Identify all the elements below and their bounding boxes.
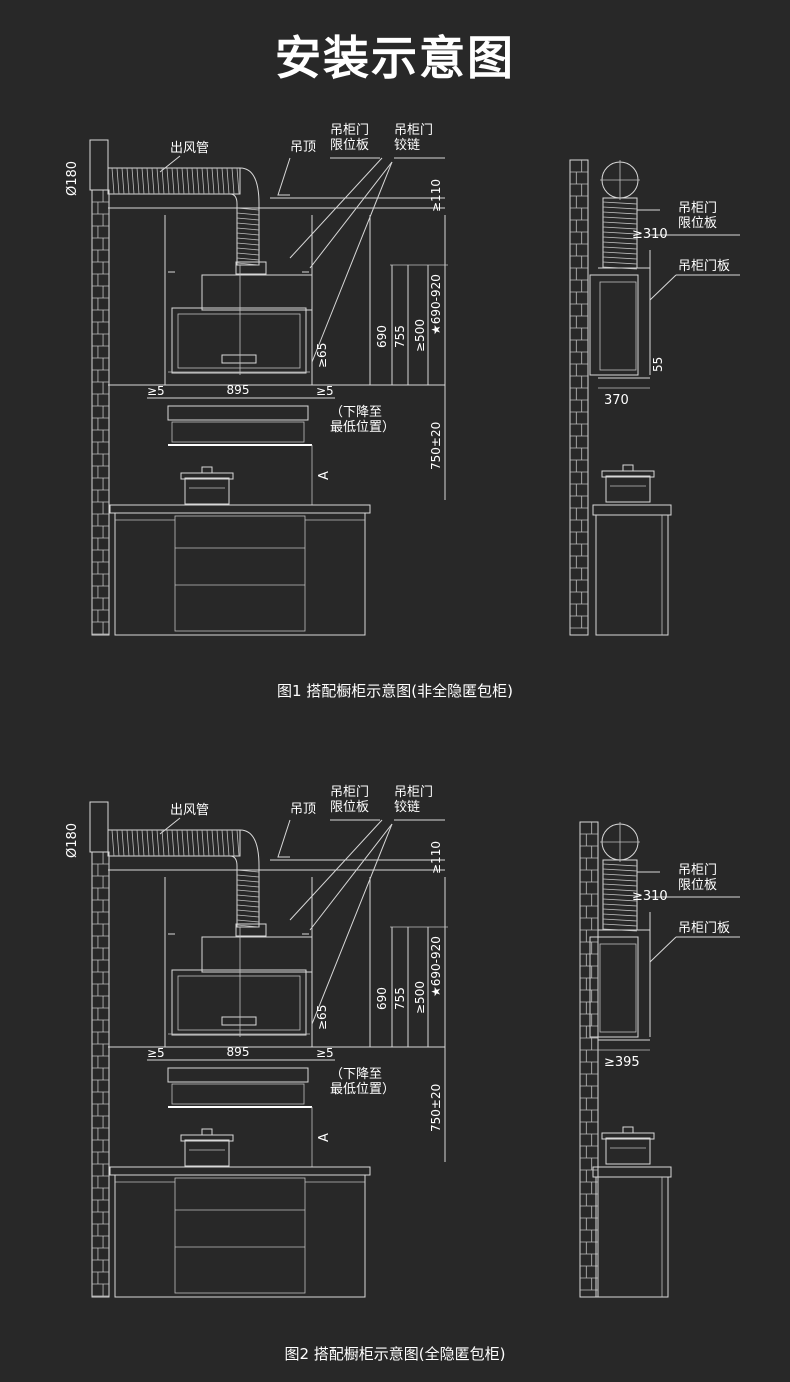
- side-depth-label: ≥395: [604, 1055, 640, 1070]
- side-door-limit-label: 吊柜门限位板: [678, 863, 717, 893]
- gap-right-label: ≥5: [316, 1046, 334, 1060]
- side-55-label: 55: [651, 357, 665, 372]
- lowered-position-label: （下降至最低位置）: [330, 405, 395, 435]
- dim-500-label: ≥500: [413, 319, 427, 352]
- side-door-panel-label: 吊柜门板: [678, 259, 730, 274]
- duct-label: 出风管: [170, 141, 209, 156]
- dim-755-label: 755: [393, 987, 407, 1010]
- hinge-label: 吊柜门铰链: [394, 785, 433, 815]
- dim-690-label: 690: [375, 325, 389, 348]
- duct-diameter-label: Ø180: [65, 823, 80, 858]
- gap-left-label: ≥5: [147, 1046, 165, 1060]
- gap-top-label: ≥110: [429, 841, 443, 874]
- dim-750-label: 750±20: [429, 1084, 443, 1132]
- gap-top-label: ≥110: [429, 179, 443, 212]
- dim-65-label: ≥65: [315, 1005, 329, 1030]
- dim-a-label: A: [317, 1133, 332, 1142]
- hood-width-label: 895: [227, 383, 250, 397]
- side-310-label: ≥310: [632, 227, 668, 242]
- dim-690-920-label: ★690-920: [429, 936, 443, 997]
- lowered-position-label: （下降至最低位置）: [330, 1067, 395, 1097]
- figure-1-caption: 图1 搭配橱柜示意图(非全隐匿包柜): [276, 682, 514, 700]
- side-door-panel-label: 吊柜门板: [678, 921, 730, 936]
- hood-width-label: 895: [227, 1045, 250, 1059]
- dim-750-label: 750±20: [429, 422, 443, 470]
- side-310-label: ≥310: [632, 889, 668, 904]
- door-limit-label: 吊柜门限位板: [330, 123, 369, 153]
- duct-label: 出风管: [170, 803, 209, 818]
- figure-2-caption: 图2 搭配橱柜示意图(全隐匿包柜): [284, 1345, 506, 1363]
- ceiling-label: 吊顶: [290, 140, 316, 155]
- door-limit-label: 吊柜门限位板: [330, 785, 369, 815]
- duct-diameter-label: Ø180: [65, 161, 80, 196]
- dim-690-label: 690: [375, 987, 389, 1010]
- dim-755-label: 755: [393, 325, 407, 348]
- dim-a-label: A: [317, 471, 332, 480]
- ceiling-label: 吊顶: [290, 802, 316, 817]
- dim-500-label: ≥500: [413, 981, 427, 1014]
- dim-65-label: ≥65: [315, 343, 329, 368]
- gap-right-label: ≥5: [316, 384, 334, 398]
- side-door-limit-label: 吊柜门限位板: [678, 201, 717, 231]
- page-title: 安装示意图: [275, 31, 515, 85]
- dim-690-920-label: ★690-920: [429, 274, 443, 335]
- gap-left-label: ≥5: [147, 384, 165, 398]
- hinge-label: 吊柜门铰链: [394, 123, 433, 153]
- side-depth-label: 370: [604, 393, 629, 408]
